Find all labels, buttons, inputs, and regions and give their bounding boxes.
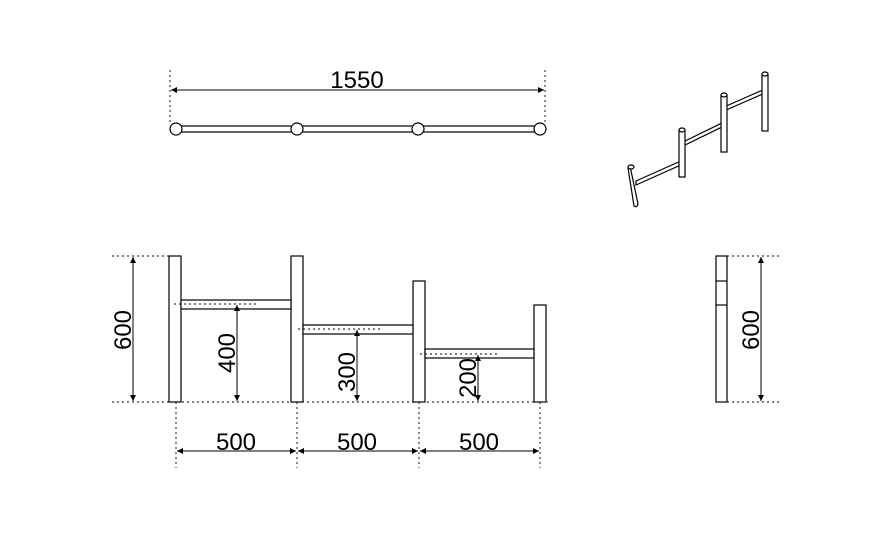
front-post-3 xyxy=(412,280,426,403)
front-height-label: 600 xyxy=(110,310,137,350)
iso-post-4-cap xyxy=(761,71,769,77)
span-2-label: 500 xyxy=(337,429,377,456)
iso-post-2-cap xyxy=(678,127,686,133)
front-bar-2 xyxy=(302,324,414,335)
isometric-view xyxy=(627,71,769,208)
iso-post-3 xyxy=(720,94,728,153)
front-post-2 xyxy=(290,255,304,403)
span-1-label: 500 xyxy=(216,429,256,456)
top-post-3 xyxy=(411,122,425,136)
iso-post-1 xyxy=(627,164,639,208)
front-view: 600 400 300 200 500 500 500 xyxy=(110,255,548,468)
bar-2-height-label: 300 xyxy=(334,352,361,392)
top-view: 1550 xyxy=(169,67,547,136)
top-rail xyxy=(175,125,541,133)
side-post xyxy=(715,255,728,403)
front-bar-1 xyxy=(180,299,292,310)
span-3-label: 500 xyxy=(459,429,499,456)
iso-post-2 xyxy=(678,129,686,178)
iso-rail-3 xyxy=(723,88,766,112)
top-post-2 xyxy=(290,122,304,136)
front-bar-3 xyxy=(424,348,535,359)
top-post-1 xyxy=(169,122,183,136)
iso-rail-1 xyxy=(635,159,684,186)
top-post-4 xyxy=(533,122,547,136)
iso-post-4 xyxy=(761,73,769,132)
iso-post-3-cap xyxy=(720,92,728,98)
side-height-label: 600 xyxy=(738,310,765,350)
front-post-4 xyxy=(533,304,547,403)
bar-3-height-label: 200 xyxy=(455,358,482,398)
iso-post-1-cap xyxy=(627,164,635,170)
bar-1-height-label: 400 xyxy=(214,333,241,373)
top-length-label: 1550 xyxy=(330,67,383,94)
front-post-1 xyxy=(168,255,182,403)
side-view: 600 xyxy=(715,255,780,403)
iso-rail-2 xyxy=(682,121,725,147)
